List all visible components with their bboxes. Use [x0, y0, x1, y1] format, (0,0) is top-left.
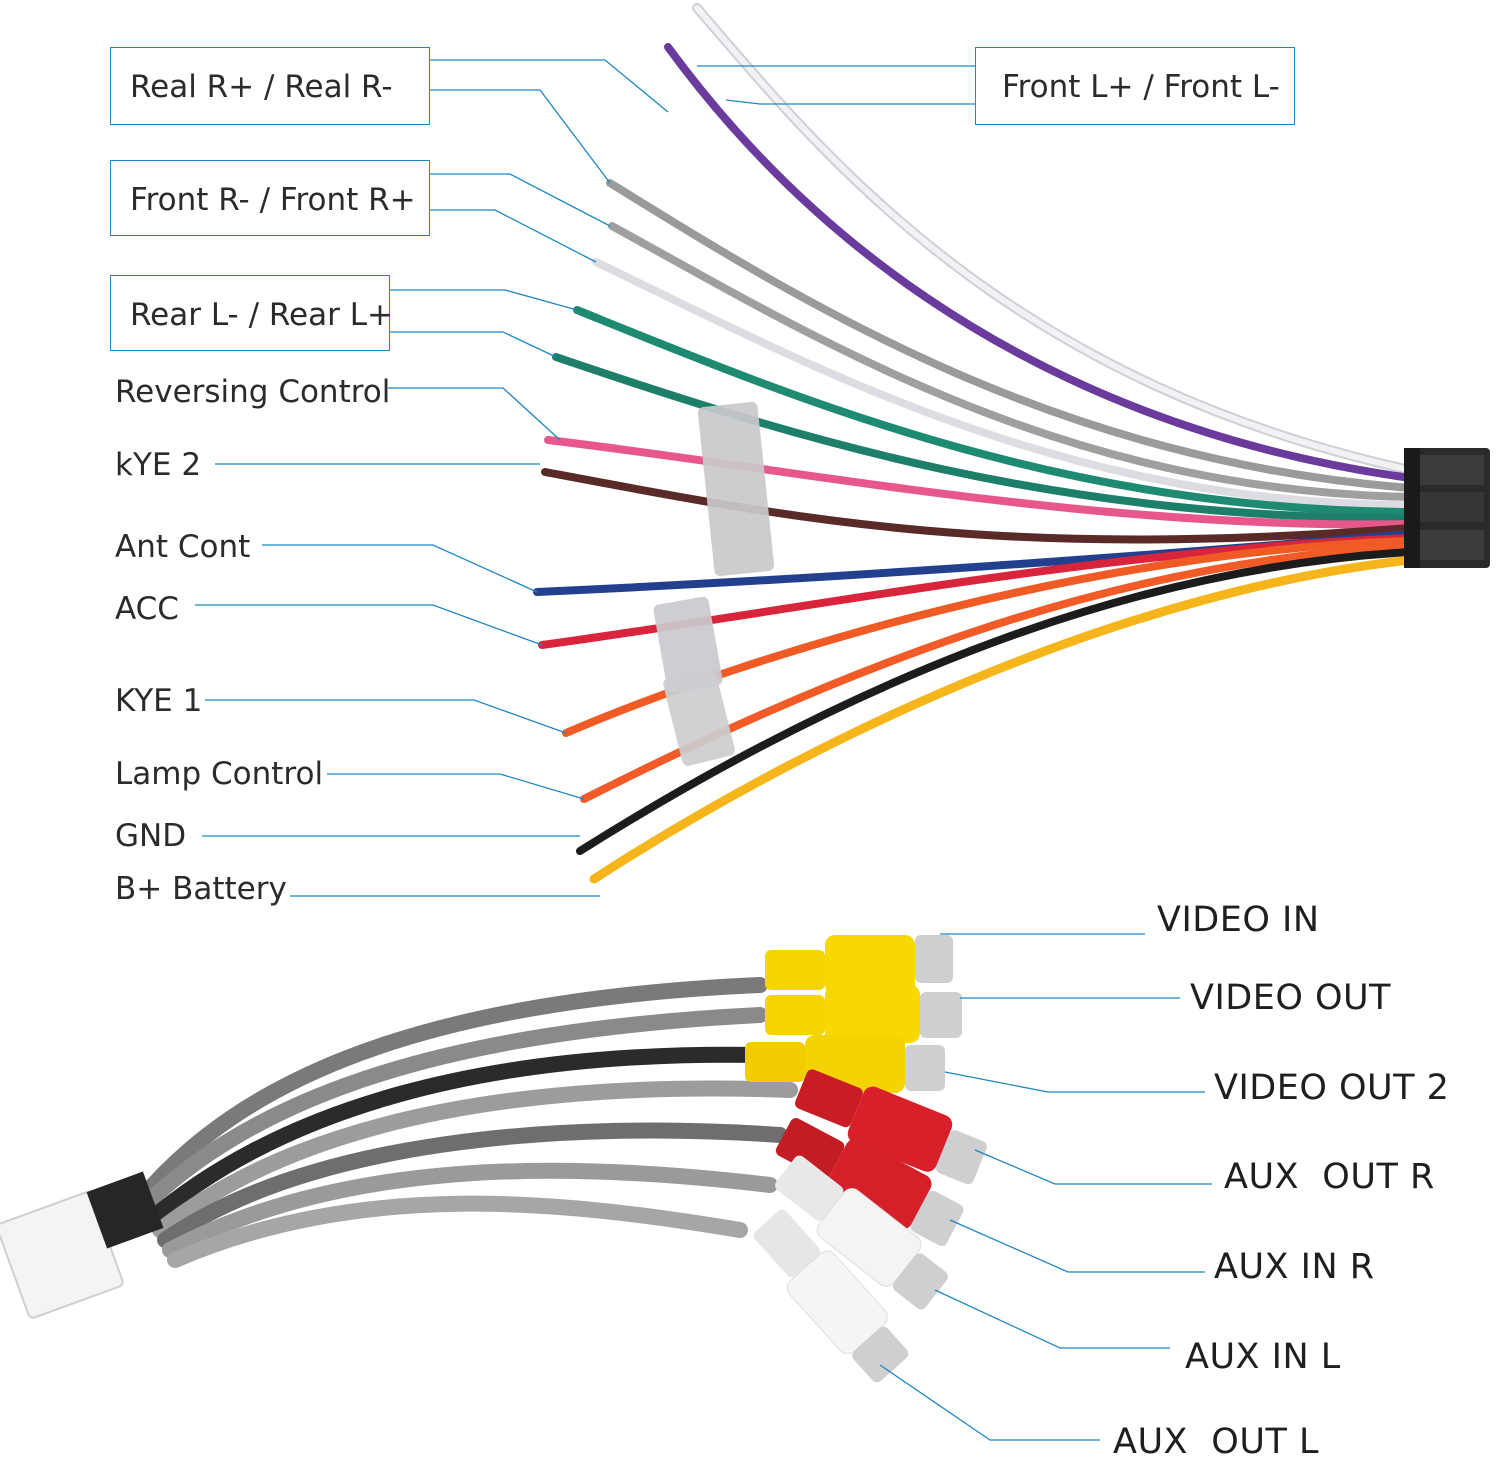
- real-r-label: Real R+ / Real R-: [130, 69, 393, 105]
- rca-yellow-video-in: [765, 935, 953, 995]
- wire-white-core: [694, 5, 1413, 473]
- front-r-label: Front R- / Front R+: [130, 182, 416, 218]
- wire-white-2: [592, 258, 1414, 509]
- real-r-box: [110, 47, 430, 125]
- wire-black: [576, 548, 1414, 855]
- rca-harness-connector: [0, 1171, 164, 1319]
- rca-white-aux-in-l: [775, 1155, 948, 1310]
- acc-label: ACC: [115, 591, 179, 627]
- harness-tags: [653, 401, 775, 766]
- aux-in-l-label: AUX IN L: [1185, 1337, 1341, 1377]
- aux-out-r-label: AUX OUT R: [1224, 1157, 1435, 1197]
- lamp-control-label: Lamp Control: [115, 756, 324, 792]
- rca-white-aux-out-l: [753, 1209, 909, 1383]
- wire-purple: [664, 43, 1414, 482]
- wire-brown: [541, 468, 1414, 544]
- wire-pink: [544, 436, 1414, 529]
- front-l-box: [975, 47, 1295, 125]
- front-l-label: Front L+ / Front L-: [1002, 69, 1280, 105]
- video-out-label: VIDEO OUT: [1190, 978, 1392, 1018]
- wire-green-2: [552, 353, 1414, 523]
- ant-cont-label: Ant Cont: [115, 529, 251, 565]
- kye-2-label: kYE 2: [115, 447, 202, 483]
- kye-1-label: KYE 1: [115, 683, 203, 719]
- rca-yellow-video-out: [765, 985, 962, 1043]
- wire-yellow: [589, 555, 1415, 884]
- front-r-box: [110, 160, 430, 236]
- aux-out-l-label: AUX OUT L: [1113, 1422, 1319, 1462]
- wire-orange-1: [562, 537, 1414, 737]
- wire-gray-2: [608, 222, 1414, 501]
- aux-in-r-label: AUX IN R: [1214, 1247, 1375, 1287]
- wire-green-1: [573, 306, 1414, 516]
- rca-red-aux-in-r: [775, 1118, 964, 1247]
- video-in-label: VIDEO IN: [1157, 900, 1320, 940]
- video-out-2-label: VIDEO OUT 2: [1214, 1068, 1450, 1108]
- rear-l-box: [110, 275, 390, 351]
- b-plus-battery-label: B+ Battery: [115, 871, 287, 907]
- gnd-label: GND: [115, 818, 187, 854]
- wire-gray-1: [606, 179, 1414, 492]
- reversing-control-label: Reversing Control: [115, 374, 391, 410]
- harness-connector: [1404, 448, 1490, 568]
- rear-l-label: Rear L- / Rear L+: [130, 297, 393, 333]
